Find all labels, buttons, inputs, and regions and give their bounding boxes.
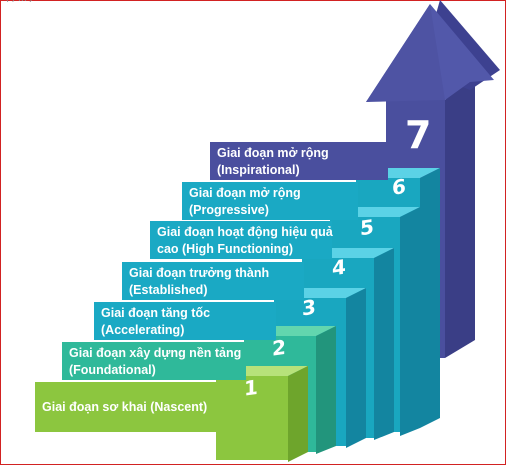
step-number-2: 2 (272, 335, 286, 361)
stage-label-4: Giai đoạn trưởng thành (Established) (122, 262, 304, 300)
stage-7-line-2: (Inspirational) (217, 163, 300, 177)
arrow-side (445, 72, 475, 358)
stage-label-6: Giai đoạn mở rộng (Progressive) (182, 182, 358, 220)
step-1 (216, 366, 308, 462)
stage-2-line-1: Giai đoạn xây dựng nền tảng (69, 346, 242, 360)
step-2-side (316, 326, 336, 454)
step-number-1: 1 (244, 375, 258, 401)
stage-3-line-2: (Accelerating) (101, 323, 185, 337)
step-6-side (420, 168, 440, 428)
stage-label-2: Giai đoạn xây dựng nền tảng (Foundationa… (62, 342, 246, 380)
stage-7-line-1: Giai đoạn mở rộng (217, 146, 329, 160)
stage-4-line-1: Giai đoạn trưởng thành (129, 266, 270, 280)
stage-5-line-1: Giai đoạn hoạt động hiệu quả (157, 225, 333, 239)
step-number-4: 4 (332, 254, 346, 280)
stage-label-1: Giai đoạn sơ khai (Nascent) (35, 382, 218, 432)
step-5-side (400, 207, 420, 436)
arrow-head-front (366, 4, 445, 102)
stage-1-line-1: Giai đoạn sơ khai (Nascent) (42, 400, 208, 414)
step-number-7: 7 (405, 113, 431, 157)
step-3-side (346, 288, 366, 448)
step-4-side (374, 248, 394, 440)
step-number-5: 5 (360, 215, 374, 241)
stage-6-line-2: (Progressive) (189, 203, 269, 217)
stage-2-line-2: (Foundational) (69, 363, 156, 377)
stage-label-3: Giai đoạn tăng tốc (Accelerating) (94, 302, 276, 340)
stage-label-7: Giai đoạn mở rộng (Inspirational) (210, 142, 388, 180)
stage-label-5: Giai đoạn hoạt động hiệu quả cao (High F… (150, 221, 333, 259)
corner-caption: ( ; … ) (6, 0, 34, 4)
step-1-front (216, 376, 288, 460)
stage-5-line-2: cao (High Functioning) (157, 242, 294, 256)
stage-3-line-1: Giai đoạn tăng tốc (101, 306, 211, 320)
step-1-side (288, 366, 308, 462)
stage-6-line-1: Giai đoạn mở rộng (189, 186, 301, 200)
stage-4-line-2: (Established) (129, 283, 208, 297)
step-number-6: 6 (392, 174, 406, 200)
step-number-3: 3 (302, 295, 316, 321)
